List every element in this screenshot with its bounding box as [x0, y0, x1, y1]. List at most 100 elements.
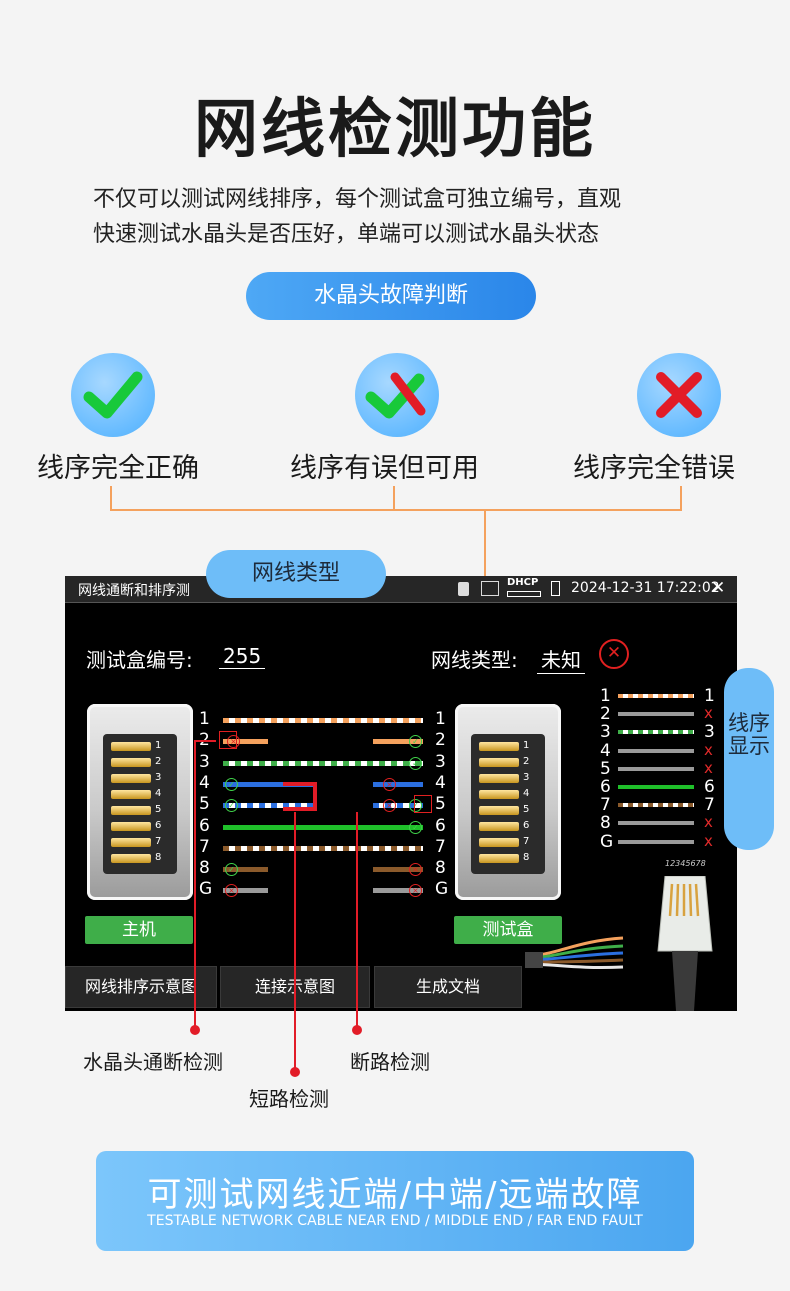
connector-pin [111, 838, 151, 847]
wire-segment [373, 739, 423, 745]
sequence-number: 5 [600, 758, 611, 779]
wire-number: G [435, 879, 449, 900]
sequence-result: x [704, 758, 713, 777]
box-id-value[interactable]: 255 [219, 644, 266, 669]
callout-line [194, 740, 196, 1030]
ok-badge-icon: ✓ [409, 820, 422, 834]
wire-segment [373, 803, 423, 809]
connector-line [680, 486, 682, 510]
wire-segment [223, 803, 313, 809]
callout-dot [290, 1067, 300, 1077]
connector-pin-number: 3 [523, 772, 530, 783]
connector-pin-number: 2 [155, 756, 162, 767]
connector-line [110, 486, 112, 510]
wire-segment [223, 781, 313, 787]
footer-title: 可测试网线近端/中端/远端故障 [147, 1175, 643, 1215]
wire-segment [223, 824, 423, 830]
sequence-number: 8 [600, 813, 611, 834]
close-icon[interactable]: ✕ [711, 578, 726, 598]
wire-number: 4 [199, 772, 210, 793]
wire-number: 1 [199, 709, 210, 729]
network-port-icon [481, 581, 499, 596]
sequence-wire [618, 694, 694, 698]
cable-type-label: 网线类型: [431, 648, 518, 672]
rj45-plug-image [650, 875, 720, 1011]
generate-document-button[interactable]: 生成文档 [374, 966, 522, 1008]
sequence-result: x [704, 813, 713, 832]
wiring-diagram-button[interactable]: 网线排序示意图 [65, 966, 217, 1008]
error-badge-icon: × [409, 863, 422, 877]
battery-icon [551, 581, 560, 596]
connector-pin [479, 790, 519, 799]
check-cross-icon [355, 353, 439, 437]
error-badge-icon: × [227, 735, 240, 749]
tester-screen: 网线通断和排序测 DHCP 2024-12-31 17:22:02 ✕ 测试盒编… [65, 576, 737, 1011]
wire-number: 6 [435, 815, 446, 836]
wire-segment [223, 888, 268, 894]
error-badge-icon: × [383, 799, 396, 813]
wire-segment [373, 781, 423, 787]
connector-pin [111, 774, 151, 783]
connector-line [393, 486, 395, 510]
wire-segment [223, 845, 423, 851]
connector-pin-number: 5 [155, 804, 162, 815]
screen-title: 网线通断和排序测 [78, 583, 190, 599]
callout-line [356, 812, 358, 1032]
wire-number: 2 [435, 730, 446, 751]
footer-subtitle: TESTABLE NETWORK CABLE NEAR END / MIDDLE… [147, 1213, 643, 1229]
wire-number: 4 [435, 772, 446, 793]
sequence-wire [618, 839, 694, 844]
wire-number: 8 [199, 858, 210, 879]
open-circuit-fault-box [414, 795, 432, 814]
wire-number: 7 [435, 836, 446, 857]
sequence-result: x [704, 831, 713, 850]
wire-segment [373, 888, 423, 894]
wire-number: G [199, 879, 213, 900]
host-button[interactable]: 主机 [85, 916, 193, 944]
connector-pin [111, 854, 151, 863]
connector-pin-number: 6 [155, 820, 162, 831]
ok-badge-icon: ✓ [409, 735, 422, 749]
status-bar: 网线通断和排序测 DHCP 2024-12-31 17:22:02 ✕ [65, 576, 737, 603]
connector-pin [479, 854, 519, 863]
connector-pin-number: 8 [155, 852, 162, 863]
connector-pin-number: 1 [155, 740, 162, 751]
connector-pin [479, 806, 519, 815]
wire-number: 3 [435, 751, 446, 772]
connector-pin [111, 758, 151, 767]
sequence-number: 4 [600, 740, 611, 761]
sequence-result: 7 [704, 795, 715, 816]
sequence-result: x [704, 740, 713, 759]
connector-pin-number: 2 [523, 756, 530, 767]
sequence-number: 2 [600, 704, 611, 725]
sequence-result: x [704, 704, 713, 723]
error-badge-icon: × [225, 884, 238, 898]
sequence-number: 3 [600, 722, 611, 743]
wire-number: 7 [199, 836, 210, 857]
connector-line [110, 509, 682, 511]
sequence-number: G [600, 831, 614, 852]
callout-line [194, 740, 216, 742]
datetime: 2024-12-31 17:22:02 [571, 580, 720, 596]
cable-strands-image [525, 936, 625, 976]
callout-dot [190, 1025, 200, 1035]
callout-crystal-head: 水晶头通断检测 [83, 1050, 223, 1074]
error-badge-icon: × [409, 884, 422, 898]
wire-segment [223, 718, 423, 723]
connector-pin-number: 4 [523, 788, 530, 799]
footer-banner: 可测试网线近端/中端/远端故障 TESTABLE NETWORK CABLE N… [96, 1151, 694, 1251]
description-line-1: 不仅可以测试网线排序，每个测试盒可独立编号，直观 [93, 187, 622, 212]
connector-pin-number: 7 [523, 836, 530, 847]
connector-pin-number: 4 [155, 788, 162, 799]
tester-button[interactable]: 测试盒 [454, 916, 562, 944]
wire-number: 5 [435, 794, 446, 815]
status-label-correct: 线序完全正确 [37, 453, 199, 484]
connector-pin [479, 742, 519, 751]
callout-open-circuit: 断路检测 [350, 1050, 430, 1074]
ok-badge-icon: ✓ [409, 799, 422, 813]
sequence-result: 1 [704, 686, 715, 706]
connector-line [484, 509, 486, 599]
link-icon [507, 591, 541, 597]
wire-segment [373, 867, 423, 873]
